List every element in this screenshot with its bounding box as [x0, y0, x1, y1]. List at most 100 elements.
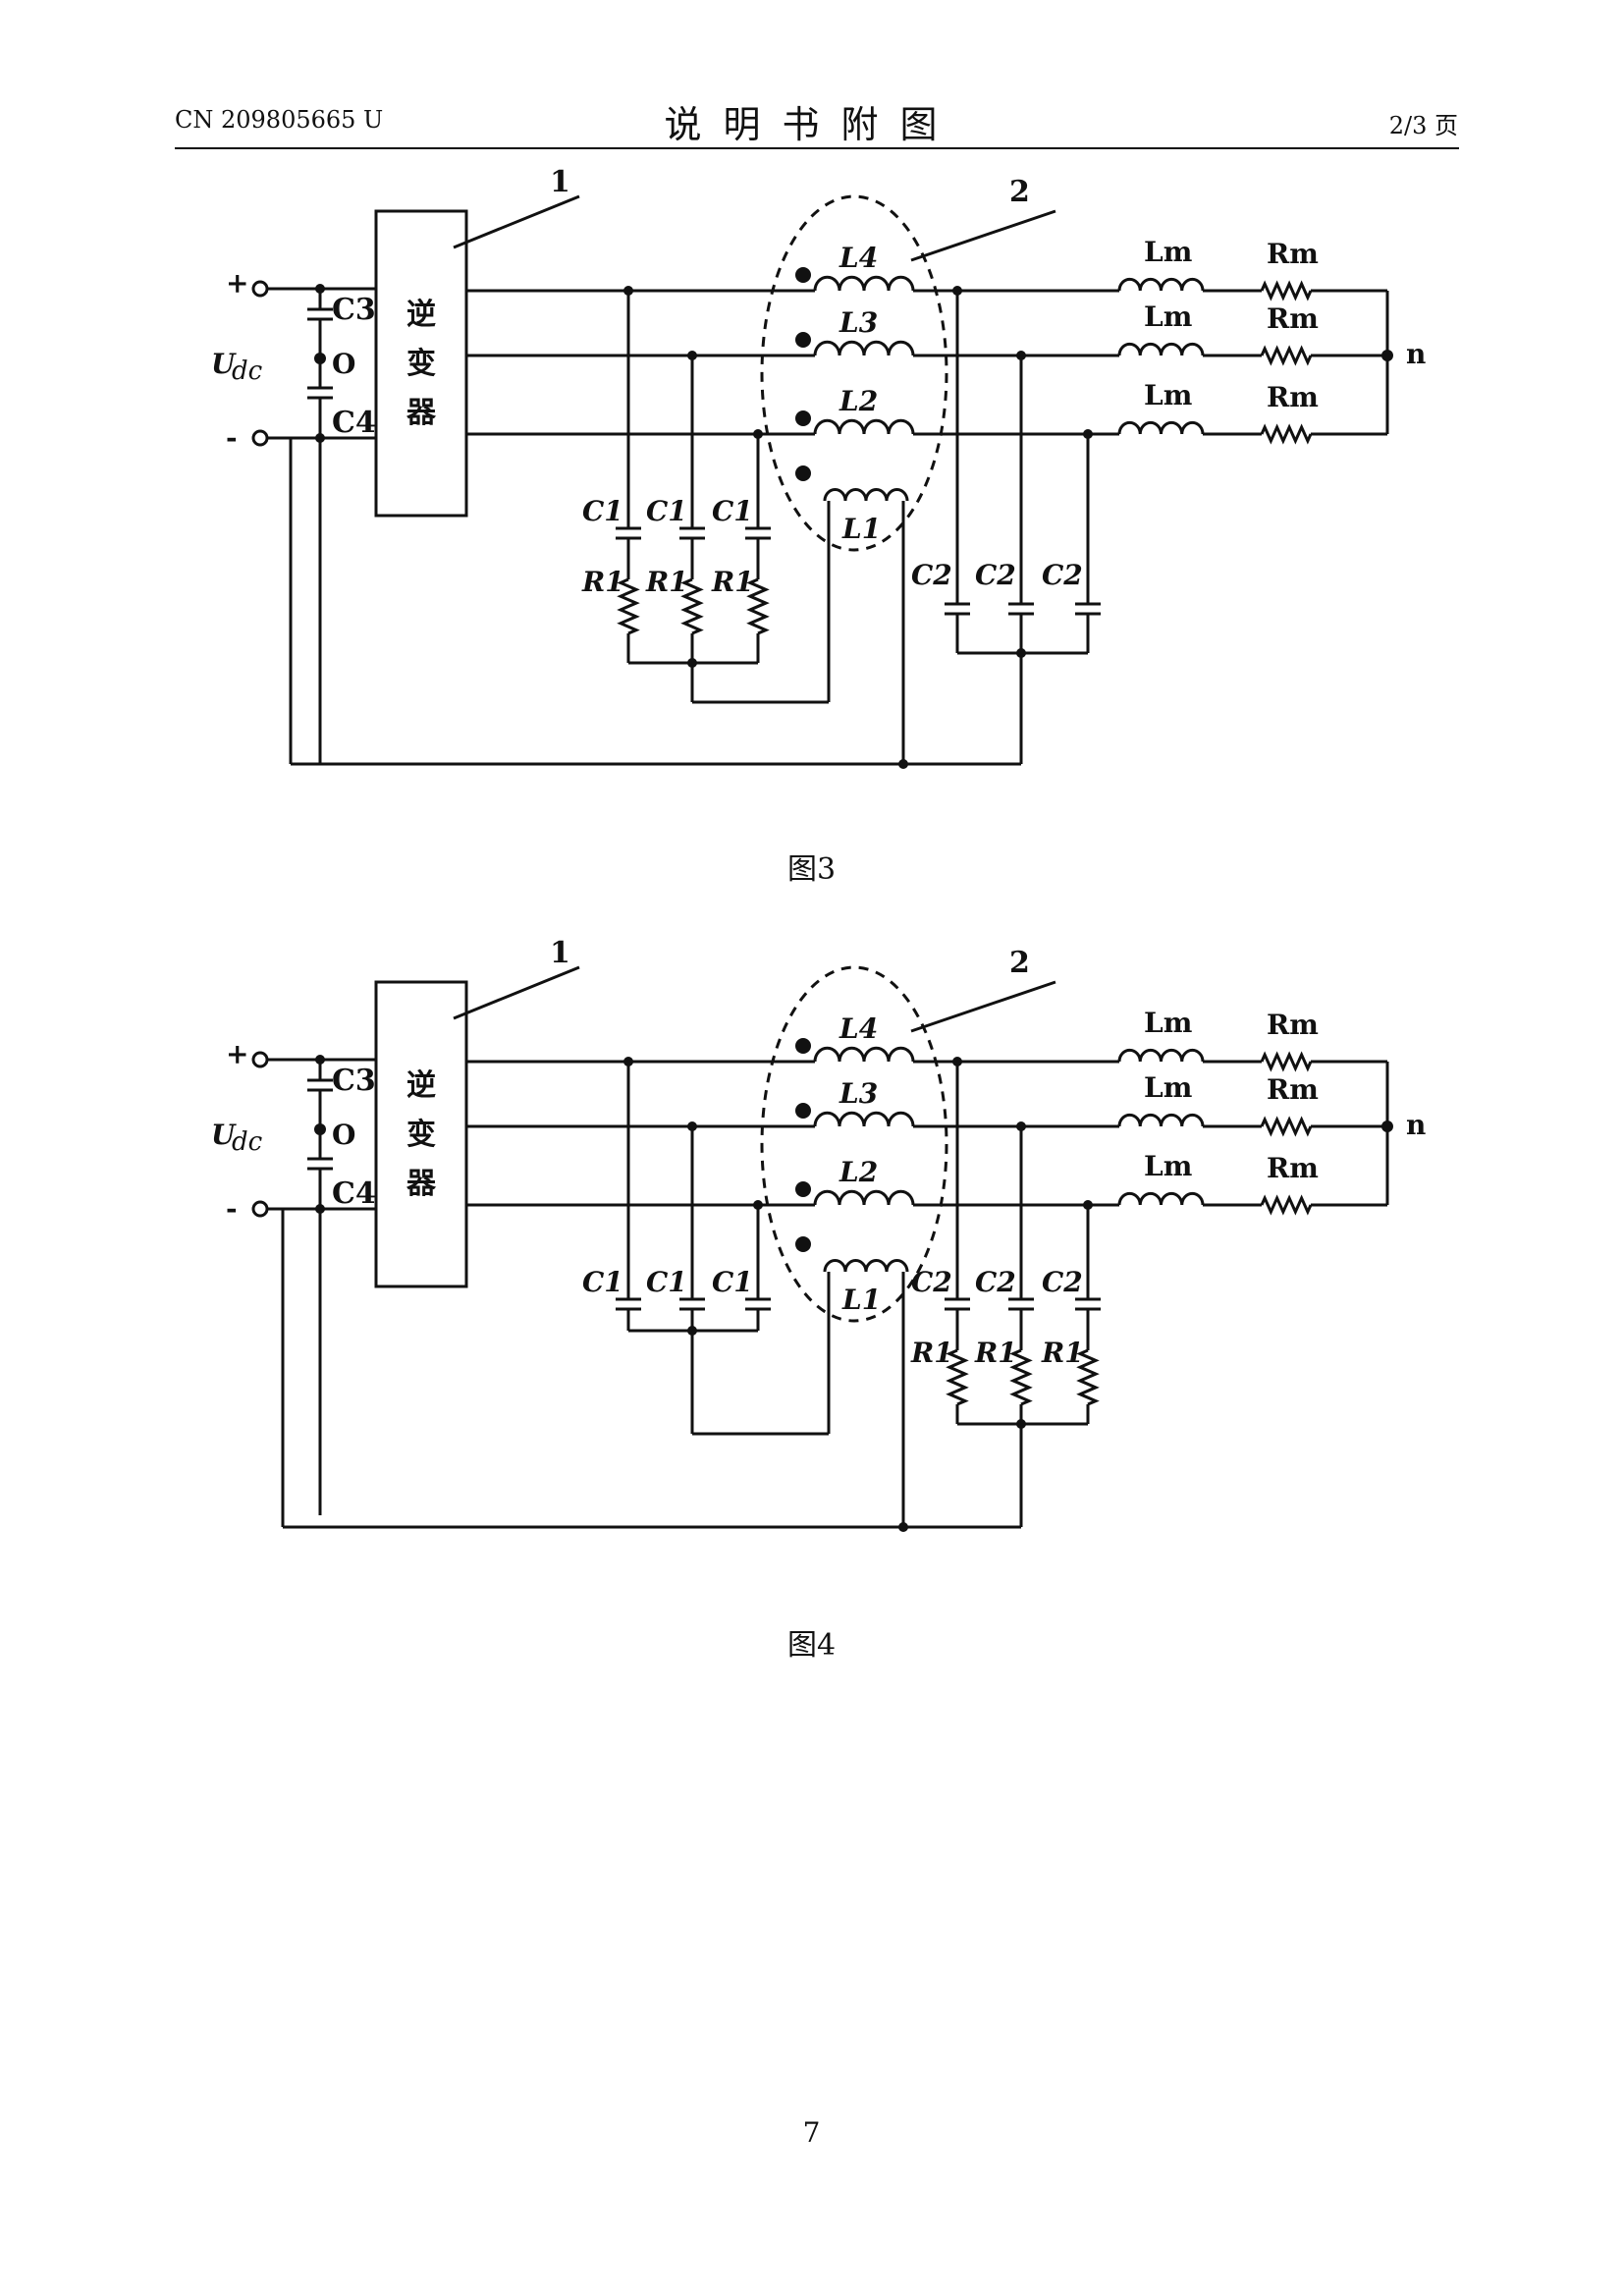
c1-label: C1	[712, 1266, 753, 1298]
inverter-block	[374, 980, 468, 1288]
lm-inductor-c	[1117, 420, 1205, 435]
c2-label: C2	[911, 1266, 952, 1298]
lm-inductor-a	[1117, 1048, 1205, 1063]
l1-polarity-dot	[795, 465, 811, 481]
c2-label: C2	[1042, 559, 1083, 591]
l4-winding	[813, 1046, 915, 1063]
l2-winding	[813, 418, 915, 435]
c1-label: C1	[646, 495, 687, 527]
l1-winding	[823, 1259, 909, 1273]
minus-terminal	[251, 1200, 269, 1218]
ring-number-label: 2	[1009, 946, 1030, 980]
r1-label: R1	[974, 1337, 1017, 1369]
lm-inductor-b	[1117, 342, 1205, 356]
lm-label-c: Lm	[1144, 1150, 1192, 1182]
minus-terminal	[251, 429, 269, 447]
l1-label: L1	[841, 513, 881, 545]
rm-resistor-b	[1260, 1116, 1313, 1137]
block-leader	[453, 194, 580, 249]
inverter-label-char: 逆	[406, 298, 436, 332]
l2-polarity-dot	[795, 410, 811, 426]
rm-label-a: Rm	[1267, 1009, 1319, 1041]
c3-label: C3	[332, 293, 376, 327]
choke-ring	[760, 194, 948, 552]
patent-number: CN 209805665 U	[175, 106, 384, 134]
r1-resistor	[1076, 1348, 1100, 1406]
r1-label: R1	[645, 566, 688, 598]
rm-resistor-b	[1260, 345, 1313, 366]
neutral-dot	[1381, 350, 1393, 361]
plus-terminal	[251, 280, 269, 298]
figure-3-caption: 图3	[786, 852, 837, 887]
lm-inductor-a	[1117, 277, 1205, 292]
neutral-label: n	[1406, 1109, 1426, 1141]
l4-label: L4	[839, 242, 878, 274]
lm-label-c: Lm	[1144, 379, 1192, 411]
midpoint-label: O	[332, 348, 355, 380]
lm-inductor-c	[1117, 1191, 1205, 1206]
choke-ring	[760, 965, 948, 1323]
plus-label: +	[226, 267, 248, 300]
neutral-dot	[1381, 1121, 1393, 1132]
l1-winding	[823, 488, 909, 502]
r1-label: R1	[711, 566, 754, 598]
c1-label: C1	[646, 1266, 687, 1298]
c2-label: C2	[911, 559, 952, 591]
rm-resistor-c	[1260, 423, 1313, 445]
inverter-label-char: 变	[406, 1118, 436, 1152]
inverter-block	[374, 209, 468, 518]
c3-label: C3	[332, 1064, 376, 1098]
l1-polarity-dot	[795, 1236, 811, 1252]
l3-polarity-dot	[795, 1103, 811, 1119]
l3-winding	[813, 340, 915, 356]
inverter-label-char: 变	[406, 347, 436, 381]
block-number-label: 1	[550, 165, 570, 199]
c1-label: C1	[582, 495, 623, 527]
l3-winding	[813, 1111, 915, 1127]
rm-label-b: Rm	[1267, 302, 1319, 335]
header-rule	[175, 147, 1459, 149]
rm-label-a: Rm	[1267, 238, 1319, 270]
minus-label: -	[226, 421, 238, 454]
r1-resistor	[746, 577, 770, 635]
r1-label: R1	[910, 1337, 953, 1369]
ring-leader	[910, 209, 1056, 262]
l2-polarity-dot	[795, 1181, 811, 1197]
c2-label: C2	[975, 1266, 1016, 1298]
inverter-label-char: 器	[406, 1167, 437, 1201]
udc-subscript-label: dc	[232, 1127, 263, 1157]
r1-resistor	[1009, 1348, 1033, 1406]
r1-label: R1	[581, 566, 624, 598]
ring-number-label: 2	[1009, 175, 1030, 209]
l2-label: L2	[839, 1156, 878, 1188]
page-title: 说明书附图	[664, 103, 959, 146]
udc-subscript-label: dc	[232, 356, 263, 386]
udc-label: U	[211, 348, 237, 380]
r1-resistor	[946, 1348, 969, 1406]
inverter-label-char: 器	[406, 396, 437, 430]
plus-terminal	[251, 1051, 269, 1068]
l3-polarity-dot	[795, 332, 811, 348]
l3-label: L3	[839, 306, 878, 339]
c1-label: C1	[712, 495, 753, 527]
rm-label-b: Rm	[1267, 1073, 1319, 1106]
l2-label: L2	[839, 385, 878, 417]
c4-label: C4	[332, 406, 376, 440]
r1-label: R1	[1041, 1337, 1084, 1369]
minus-label: -	[226, 1192, 238, 1225]
rm-label-c: Rm	[1267, 1152, 1319, 1184]
lm-label-a: Lm	[1144, 1007, 1192, 1039]
l2-winding	[813, 1189, 915, 1206]
c4-label: C4	[332, 1176, 376, 1211]
l4-polarity-dot	[795, 267, 811, 283]
plus-label: +	[226, 1038, 248, 1070]
block-leader	[453, 965, 580, 1020]
midpoint-label: O	[332, 1119, 355, 1151]
page-number: 7	[802, 2116, 821, 2149]
lm-label-a: Lm	[1144, 236, 1192, 268]
page-index: 2/3 页	[1388, 112, 1458, 139]
c1-label: C1	[582, 1266, 623, 1298]
lm-inductor-b	[1117, 1113, 1205, 1127]
